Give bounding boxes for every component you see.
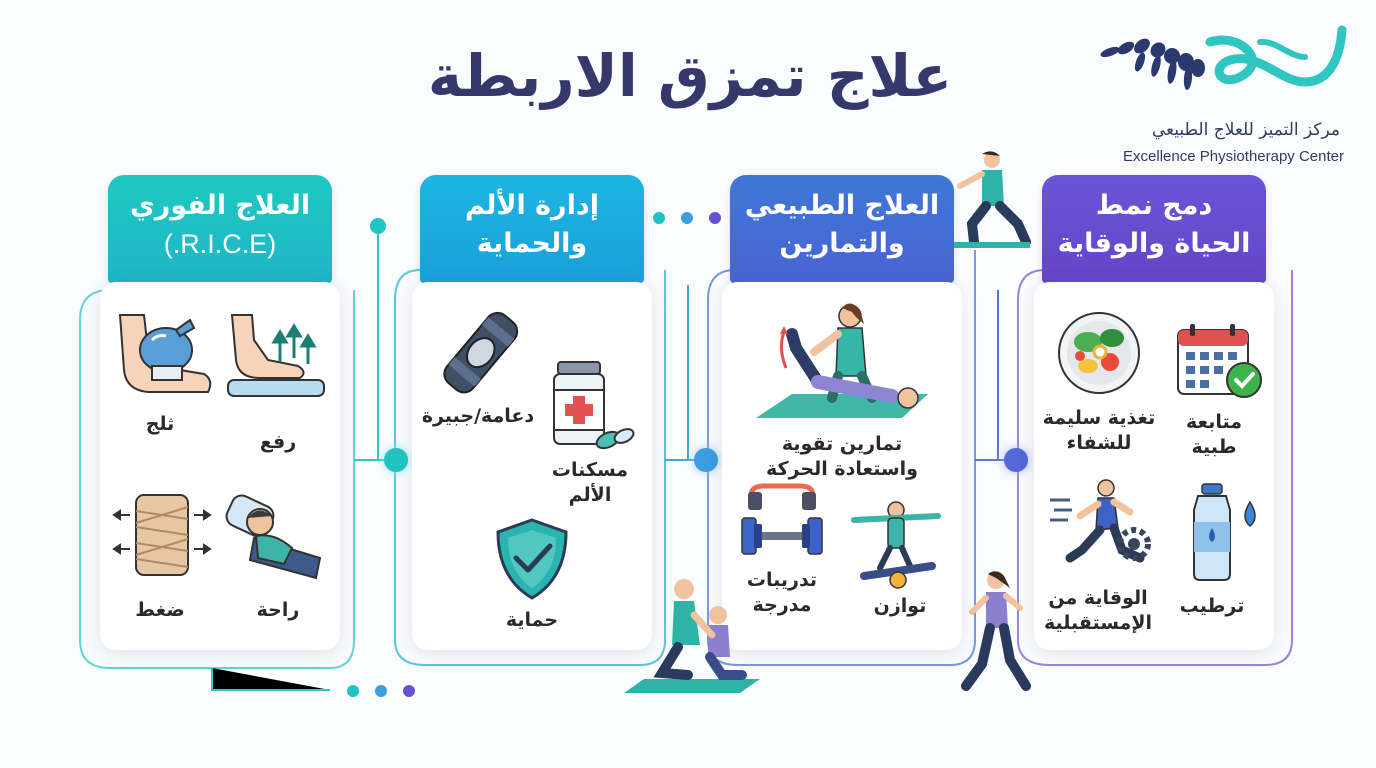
item-label: تغذية سليمة للشفاء <box>1034 406 1164 456</box>
elevate-foot-icon <box>227 314 325 397</box>
dumbbell-icon <box>741 483 823 555</box>
item-label: تدريبات مدرجة <box>722 568 842 618</box>
item-label: راحة <box>256 599 300 621</box>
item-label-line2: للشفاء <box>1066 432 1132 454</box>
item-label-line1: مسكنات <box>551 459 629 481</box>
item-label: تمارين تقوية واستعادة الحركة <box>738 432 946 482</box>
therapist-patient-icon <box>624 579 760 693</box>
connector-dot <box>694 448 718 472</box>
item-label-line1: تغذية سليمة <box>1042 407 1156 429</box>
ice-pack-icon <box>118 314 212 393</box>
item-label: مسكنات الألم <box>530 458 650 508</box>
column-body: تمارين تقوية واستعادة الحركة تدريبات مدر… <box>722 282 962 650</box>
column-header-line2: والحماية <box>476 228 588 259</box>
item-label-line2: طبية <box>1191 436 1237 458</box>
column-header-line2: الحياة والوقاية <box>1057 228 1251 259</box>
column-body: تغذية سليمة للشفاء متابعة طبية <box>1034 282 1274 650</box>
connector-dot <box>403 685 415 697</box>
item-label: توازن <box>873 595 927 617</box>
rest-icon <box>225 494 322 580</box>
column-header-line1: دمج نمط <box>1095 190 1213 221</box>
column-header: إدارة الألم والحماية <box>420 175 644 283</box>
balance-board-icon <box>851 501 941 589</box>
item-label-line2: الألم <box>568 484 612 506</box>
item-label: دعامة/جبيرة <box>421 405 535 427</box>
item-label-line1: متابعة <box>1185 411 1243 433</box>
item-label-line2: الإمستقبلية <box>1044 612 1152 634</box>
connector-dot <box>709 212 721 224</box>
connector-dot <box>653 212 665 224</box>
healthy-food-icon <box>1058 312 1140 394</box>
item-label-line2: مدرجة <box>752 594 812 616</box>
column-header-line2: (R.I.C.E.) <box>163 229 277 259</box>
column-header-line1: العلاج الفوري <box>129 190 311 221</box>
water-bottle-icon <box>1193 483 1256 581</box>
item-label-line1: تدريبات <box>746 569 818 591</box>
column-body: ثلج رفع <box>100 282 340 650</box>
physio-therapy-icon <box>756 303 928 418</box>
item-label: رفع <box>259 431 297 453</box>
runner-woman-icon <box>961 571 1031 691</box>
shield-check-icon <box>496 518 568 600</box>
connector-dot <box>375 685 387 697</box>
brace-icon <box>443 311 519 394</box>
center-logo: مركز التميز للعلاج الطبيعي Excellence Ph… <box>1090 22 1360 165</box>
item-label: متابعة طبية <box>1154 410 1274 460</box>
item-label: ضغط <box>135 599 185 621</box>
calendar-check-icon <box>1177 324 1262 398</box>
spine-logo-icon <box>1100 25 1347 90</box>
item-label-line1: تمارين تقوية <box>781 433 903 455</box>
connector-dot <box>347 685 359 697</box>
column-header-line2: والتمارين <box>779 228 905 259</box>
item-label-line2: واستعادة الحركة <box>766 458 918 480</box>
connector-dot <box>370 218 386 234</box>
connector-dot <box>384 448 408 472</box>
page-title: علاج تمزق الاربطة <box>427 42 953 110</box>
item-label-line1: الوقاية من <box>1048 587 1148 609</box>
column-header-line1: العلاج الطبيعي <box>744 190 940 221</box>
connector-dot <box>681 212 693 224</box>
item-label: ترطيب <box>1179 595 1245 617</box>
logo-english-name: Excellence Physiotherapy Center <box>1123 148 1344 165</box>
logo-arabic-name: مركز التميز للعلاج الطبيعي <box>1151 120 1340 140</box>
lunge-person-icon <box>954 151 1031 248</box>
connector-dot <box>1004 448 1028 472</box>
column-header: العلاج الطبيعي والتمارين <box>730 175 954 283</box>
item-label: حماية <box>505 609 559 631</box>
column-body: دعامة/جبيرة مسكنات الألم حماية <box>412 282 652 650</box>
item-label: ثلج <box>145 413 175 435</box>
compression-bandage-icon <box>112 494 212 576</box>
runner-gear-icon <box>1050 479 1151 563</box>
item-label: الوقاية من الإمستقبلية <box>1034 586 1162 636</box>
column-header-line1: إدارة الألم <box>465 190 599 221</box>
medicine-bottle-icon <box>553 361 635 450</box>
column-header: العلاج الفوري (R.I.C.E.) <box>108 175 332 283</box>
column-header: دمج نمط الحياة والوقاية <box>1042 175 1266 283</box>
